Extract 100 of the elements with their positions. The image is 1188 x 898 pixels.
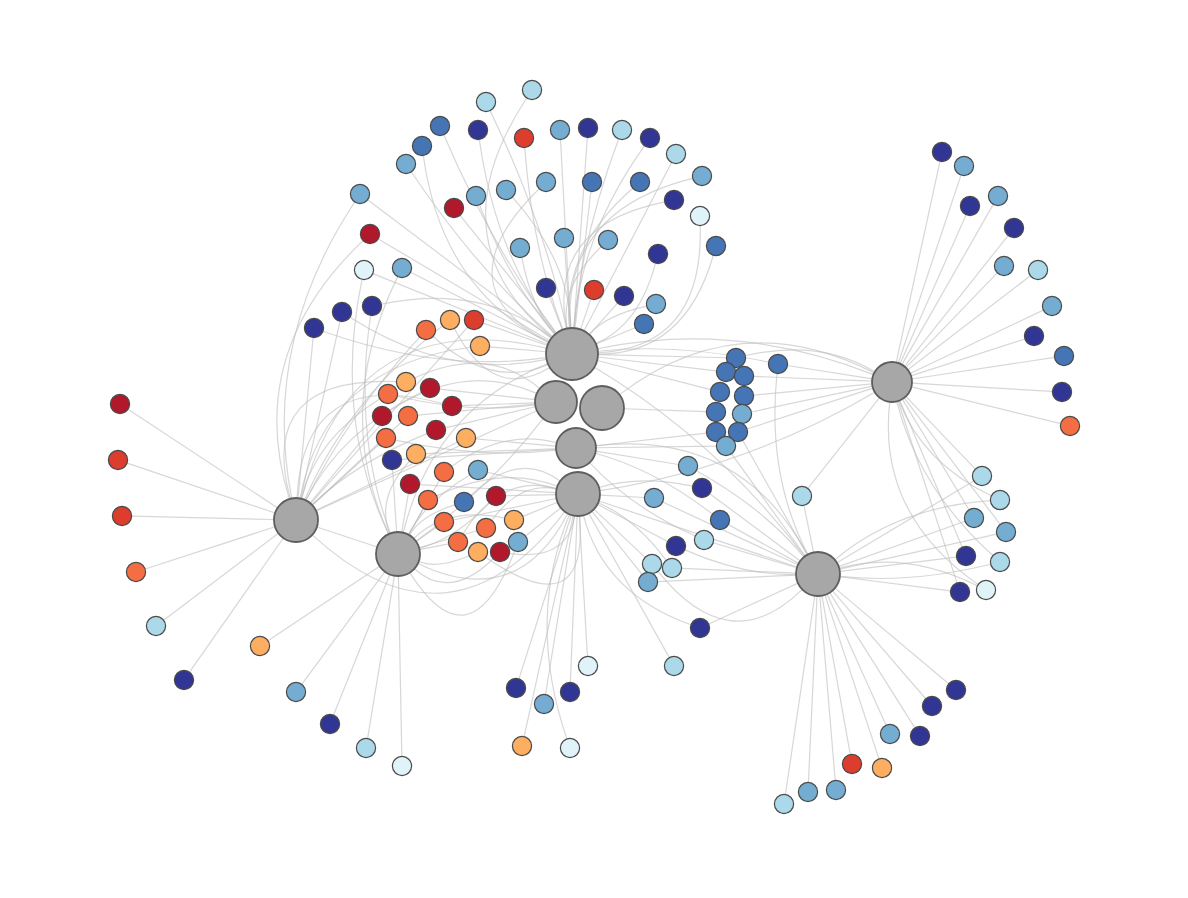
connector-line: [595, 443, 809, 556]
connector-line: [385, 460, 411, 535]
connector-line: [588, 512, 670, 659]
hub-circle: [273, 497, 319, 543]
connector-line: [834, 587, 950, 685]
connector-line: [595, 432, 708, 447]
connector-line: [372, 273, 549, 345]
connector-line: [595, 262, 657, 345]
node-circle: [825, 779, 847, 801]
node-circle: [535, 277, 557, 299]
connector-line: [596, 338, 874, 376]
node-circle: [1027, 259, 1049, 281]
connector-line: [595, 327, 636, 345]
node-circle: [443, 197, 465, 219]
connector-line: [432, 335, 549, 373]
connector-line: [657, 574, 797, 583]
connector-line: [459, 214, 557, 335]
node-circle: [533, 693, 555, 715]
connector-line: [582, 514, 692, 626]
node-circle: [463, 309, 485, 331]
node-circle: [661, 557, 683, 579]
node-circle: [375, 427, 397, 449]
node-circle: [663, 189, 685, 211]
node-circle: [1051, 381, 1073, 403]
node-circle: [637, 571, 659, 593]
node-circle: [731, 403, 753, 425]
connector-line: [709, 493, 801, 562]
connector-line: [774, 372, 809, 556]
node-circle: [641, 553, 663, 575]
connector-line: [452, 497, 558, 521]
connector-line: [409, 271, 550, 343]
node-circle: [439, 309, 461, 331]
connector-line: [597, 225, 701, 354]
node-circle: [453, 491, 475, 513]
connector-line: [131, 515, 275, 521]
connector-line: [127, 408, 279, 509]
connector-line: [565, 246, 602, 330]
connector-line: [905, 395, 976, 470]
node-circle: [467, 119, 489, 141]
connector-line: [573, 145, 646, 329]
connector-line: [593, 508, 646, 558]
node-circle: [709, 509, 731, 531]
node-circle: [391, 257, 413, 279]
node-circle: [677, 455, 699, 477]
node-circle: [971, 465, 993, 487]
node-circle: [921, 695, 943, 717]
connector-line: [163, 532, 280, 621]
node-circle: [931, 141, 953, 163]
node-circle: [107, 449, 129, 471]
node-circle: [577, 655, 599, 677]
connector-line: [727, 524, 800, 564]
connector-line: [684, 549, 797, 576]
hub-circle: [579, 385, 625, 431]
node-circle: [581, 171, 603, 193]
connector-line: [826, 593, 887, 726]
connector-line: [731, 453, 806, 557]
node-circle: [509, 237, 531, 259]
node-circle: [469, 335, 491, 357]
node-circle: [447, 531, 469, 553]
connector-line: [299, 346, 472, 499]
hub-circle: [555, 427, 597, 469]
connector-line: [899, 214, 967, 365]
connector-line: [579, 298, 592, 330]
node-circle: [467, 459, 489, 481]
node-circle: [689, 205, 711, 227]
node-circle: [455, 427, 477, 449]
connector-line: [364, 314, 391, 534]
connector-line: [569, 515, 578, 683]
node-circle: [359, 223, 381, 245]
node-circle: [643, 487, 665, 509]
node-circle: [663, 655, 685, 677]
connector-line: [807, 595, 818, 783]
node-circle: [503, 509, 525, 531]
connector-line: [744, 349, 876, 373]
connector-line: [574, 190, 592, 329]
connector-line: [897, 174, 962, 364]
connector-line: [311, 443, 380, 506]
node-circle: [639, 127, 661, 149]
connector-line: [488, 346, 547, 353]
node-circle: [709, 381, 731, 403]
connector-line: [413, 558, 494, 584]
connector-line: [144, 526, 276, 570]
node-circle: [145, 615, 167, 637]
node-circle: [549, 119, 571, 141]
node-circle: [841, 753, 863, 775]
node-circle: [597, 229, 619, 251]
connector-line: [485, 97, 553, 339]
node-circle: [1059, 415, 1081, 437]
connector-line: [366, 575, 396, 740]
node-circle: [475, 517, 497, 539]
node-circle: [955, 545, 977, 567]
connector-line: [578, 515, 589, 657]
connector-line: [911, 356, 1056, 380]
node-circle: [441, 395, 463, 417]
node-circle: [975, 579, 997, 601]
node-circle: [949, 581, 971, 603]
connector-line: [283, 201, 356, 500]
connector-line: [301, 339, 548, 500]
node-circle: [987, 185, 1009, 207]
connector-line: [300, 320, 341, 500]
